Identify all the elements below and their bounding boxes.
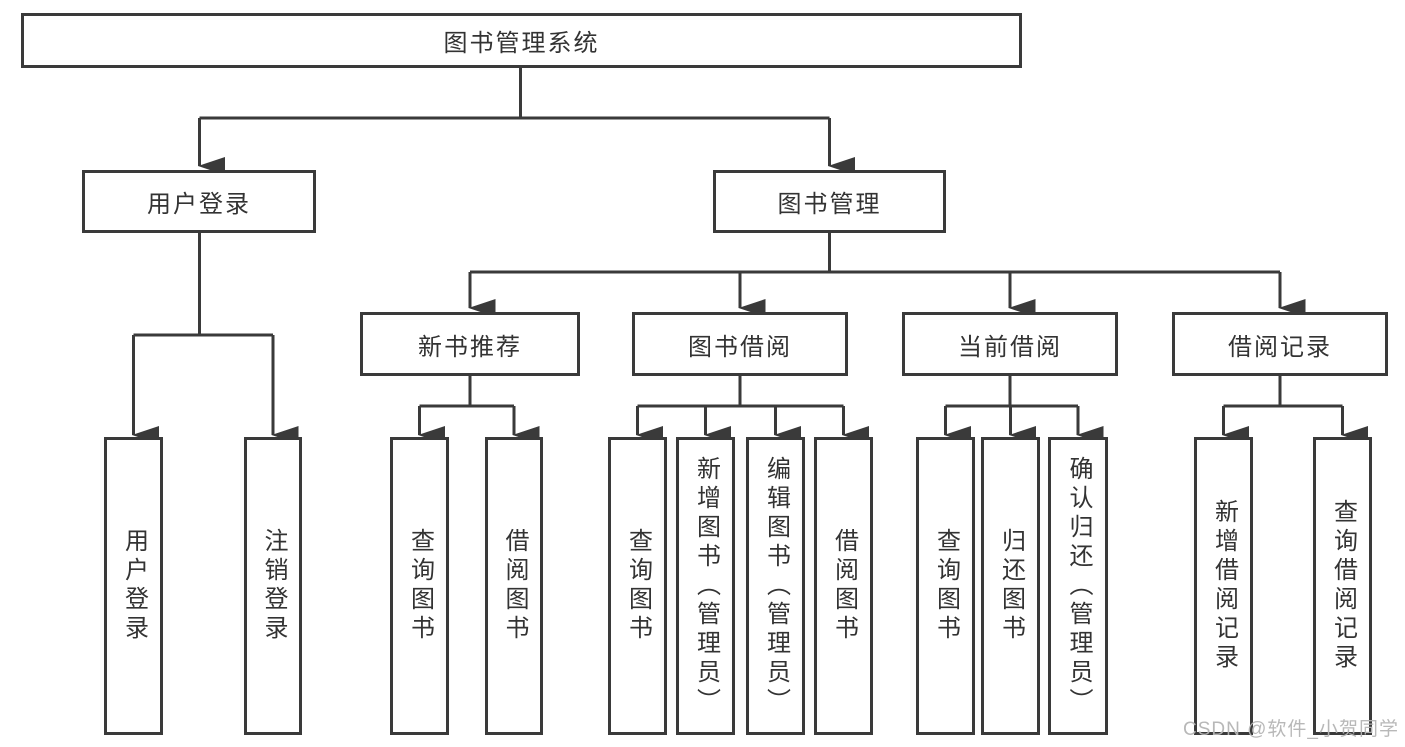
connector-new-book-rec <box>419 376 514 408</box>
node-label: 确认归还（管理员） <box>1065 455 1092 717</box>
connector-current-borrow <box>945 376 1078 408</box>
connector-borrow-records <box>1223 376 1343 408</box>
node-label: 查询图书 <box>932 528 960 644</box>
node-library-management-system: 图书管理系统 <box>21 13 1022 68</box>
node-borrowing-records: 借阅记录 <box>1172 312 1388 376</box>
csdn-watermark: CSDN @软件_小贺同学 <box>1183 719 1399 740</box>
leaf-logout: 注销登录 <box>244 437 302 735</box>
node-label: 归还图书 <box>997 528 1025 644</box>
node-label: 借阅图书 <box>830 528 858 644</box>
leaf-bb-add-books-admin: 新增图书（管理员） <box>676 437 735 735</box>
node-label: 图书管理 <box>777 191 882 218</box>
node-label: 查询图书 <box>406 528 434 644</box>
leaf-cb-query-books: 查询图书 <box>916 437 975 735</box>
connector-book-borrow <box>637 376 844 408</box>
connector-book-management <box>470 232 1280 274</box>
leaf-br-add-record: 新增借阅记录 <box>1194 437 1253 735</box>
node-user-login: 用户登录 <box>82 170 316 233</box>
connector-user-login <box>133 232 273 337</box>
node-label: 新增图书（管理员） <box>692 455 720 717</box>
node-label: 图书管理系统 <box>443 30 600 57</box>
node-label: 编辑图书（管理员） <box>762 455 790 717</box>
node-book-borrowing: 图书借阅 <box>632 312 848 376</box>
node-label: 注销登录 <box>260 528 287 644</box>
leaf-br-query-record: 查询借阅记录 <box>1313 437 1372 735</box>
leaf-cb-return-books: 归还图书 <box>981 437 1040 735</box>
leaf-nbr-query-books: 查询图书 <box>390 437 449 735</box>
node-label: 新增借阅记录 <box>1210 499 1238 673</box>
leaf-cb-confirm-return-admin: 确认归还（管理员） <box>1048 437 1108 735</box>
node-label: 借阅记录 <box>1228 333 1332 361</box>
node-label: 借阅图书 <box>501 528 528 644</box>
node-label: 查询借阅记录 <box>1329 499 1357 673</box>
leaf-bb-query-books: 查询图书 <box>608 437 667 735</box>
node-label: 查询图书 <box>624 528 652 644</box>
leaf-bb-borrow-books: 借阅图书 <box>814 437 873 735</box>
leaf-nbr-borrow-books: 借阅图书 <box>485 437 543 735</box>
node-book-management: 图书管理 <box>713 170 946 233</box>
leaf-user-login: 用户登录 <box>104 437 163 735</box>
node-label: 新书推荐 <box>418 333 522 361</box>
node-label: 当前借阅 <box>958 333 1062 361</box>
node-label: 图书借阅 <box>688 333 792 361</box>
node-label: 用户登录 <box>147 191 251 218</box>
node-new-book-recommendation: 新书推荐 <box>360 312 580 376</box>
node-current-borrowing: 当前借阅 <box>902 312 1118 376</box>
node-label: 用户登录 <box>120 528 148 644</box>
connector-root <box>199 68 830 120</box>
leaf-bb-edit-books-admin: 编辑图书（管理员） <box>746 437 805 735</box>
